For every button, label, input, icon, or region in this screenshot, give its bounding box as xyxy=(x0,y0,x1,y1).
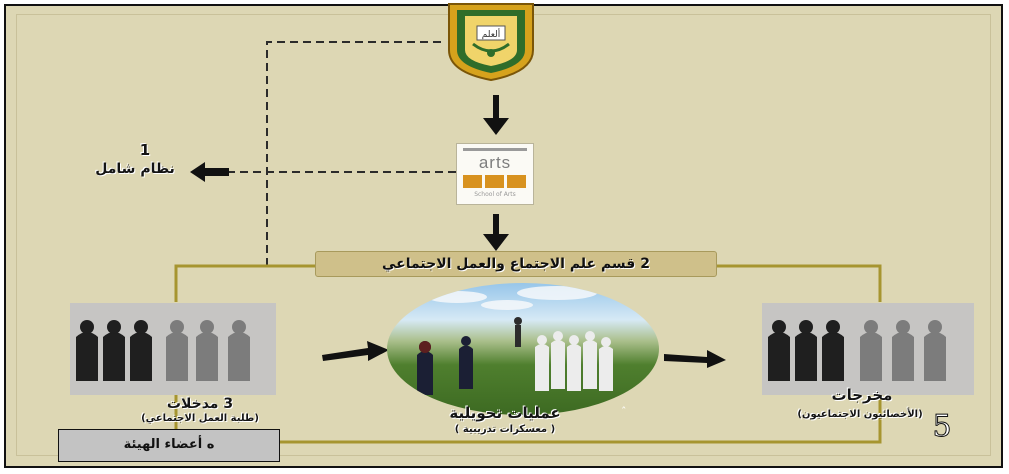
marker-five: 5 xyxy=(932,409,952,444)
arrow-shaft-down-1 xyxy=(493,95,499,119)
arts-logo-icon: arts School of Arts xyxy=(456,143,534,205)
arts-logo-top-line xyxy=(463,148,527,151)
arts-logo-word: arts xyxy=(478,153,512,172)
arts-logo-bar xyxy=(507,175,526,188)
training-camp-scene xyxy=(387,283,659,415)
arrow-head-down-1 xyxy=(483,118,509,135)
university-seal-icon: ألعلم xyxy=(448,3,534,82)
system-label: نظام شامل xyxy=(95,161,175,177)
olive-connector-bottom xyxy=(280,392,882,444)
inputs-subtitle: (طلبة العمل الاجتماعي) xyxy=(141,413,259,424)
graduates-gowns-icon xyxy=(76,320,250,381)
students-standing-icon xyxy=(417,286,613,395)
arts-logo-bars xyxy=(463,175,527,188)
arrow-inputs-processes xyxy=(322,341,389,361)
processes-subtitle: ( معسكرات تدريبية ) xyxy=(454,424,556,435)
outputs-panel xyxy=(762,303,974,395)
inputs-title: 3 مدخلات xyxy=(166,396,234,412)
arrow-head-down-2 xyxy=(483,234,509,251)
arts-logo-bar xyxy=(463,175,482,188)
stray-mark: ˆ xyxy=(621,405,627,418)
department-label: 2 قسم علم الاجتماع والعمل الاجتماعي xyxy=(315,251,717,277)
inputs-panel xyxy=(70,303,276,395)
arrow-left-system xyxy=(190,162,229,182)
outputs-subtitle: (الأخصائيون الاجتماعيون) xyxy=(797,409,923,420)
processes-title: عمليات تحويلية xyxy=(449,404,561,422)
arrow-shaft-down-2 xyxy=(493,214,499,236)
system-number: 1 xyxy=(139,141,151,159)
svg-text:ألعلم: ألعلم xyxy=(482,28,501,40)
arrow-processes-outputs xyxy=(664,350,726,368)
graduates-gowns-icon xyxy=(768,320,946,381)
faculty-label: ه أعضاء الهيئة xyxy=(58,429,280,462)
arts-logo-caption: School of Arts xyxy=(474,191,516,198)
outputs-title: مخرجات xyxy=(831,386,893,404)
arts-logo-bar xyxy=(485,175,504,188)
dashed-connector-logo xyxy=(266,41,441,267)
